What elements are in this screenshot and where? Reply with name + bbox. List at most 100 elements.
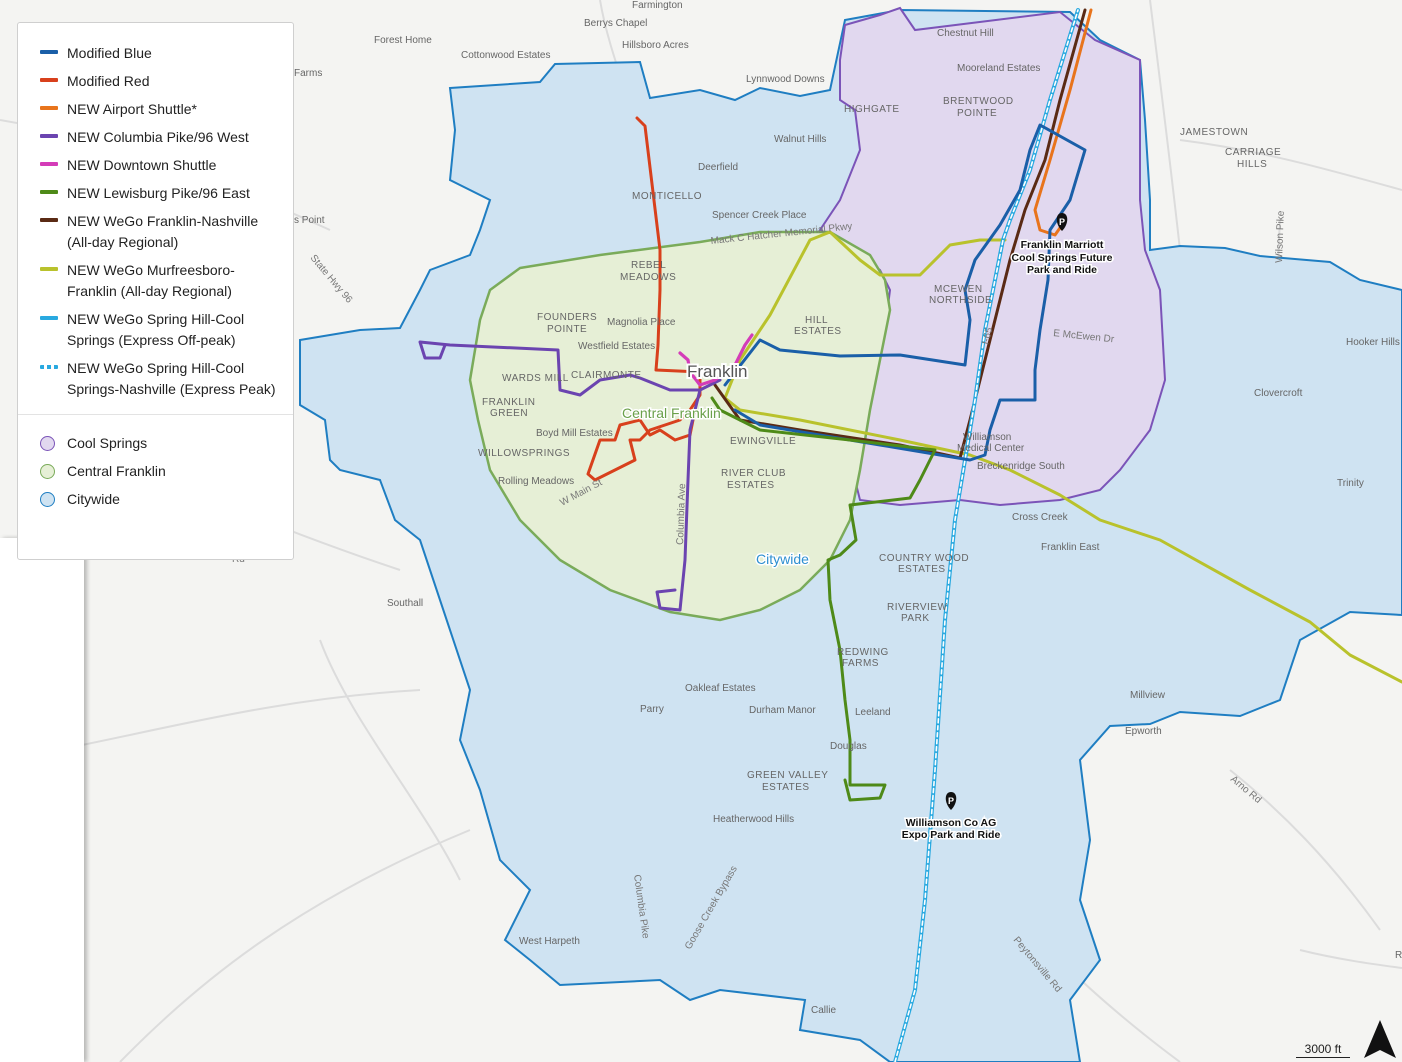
legend-zone-citywide[interactable]: Citywide (18, 489, 293, 510)
route-wego-murfreesboro-franklin[interactable] (723, 230, 1402, 684)
svg-text:Chestnut Hill: Chestnut Hill (937, 28, 994, 39)
svg-text:P: P (948, 796, 954, 806)
legend-label: NEW WeGo Spring Hill-Cool Springs-Nashvi… (67, 360, 276, 397)
legend-label: NEW Airport Shuttle* (67, 101, 197, 117)
svg-text:Forest Home: Forest Home (374, 35, 432, 46)
place-labels: Farmington Berrys Chapel Hillsboro Acres… (294, 0, 1402, 1016)
zone-label-central-franklin: Central Franklin (622, 405, 721, 421)
legend-zone-cool-springs[interactable]: Cool Springs (18, 433, 293, 454)
svg-text:Mooreland Estates: Mooreland Estates (957, 63, 1040, 74)
route-modified-red[interactable] (586, 116, 702, 482)
svg-text:FOUNDERS: FOUNDERS (537, 312, 597, 323)
park-and-ride-marker-williamson-expo[interactable]: P (945, 792, 957, 810)
svg-text:POINTE: POINTE (547, 324, 587, 335)
svg-text:GREEN VALLEY: GREEN VALLEY (747, 770, 828, 781)
svg-text:Westfield Estates: Westfield Estates (578, 341, 655, 352)
legend-label: Modified Red (67, 73, 150, 89)
legend-item-modified-red[interactable]: Modified Red (18, 71, 293, 92)
svg-text:FRANKLIN: FRANKLIN (482, 397, 535, 408)
svg-text:MONTICELLO: MONTICELLO (632, 191, 702, 202)
park-and-ride-marker-franklin-marriott[interactable]: P (1056, 213, 1068, 231)
svg-text:West Harpeth: West Harpeth (519, 936, 580, 947)
legend-item-airport-shuttle[interactable]: NEW Airport Shuttle* (18, 99, 293, 120)
legend-swatch-modified-blue (40, 50, 58, 54)
svg-text:COUNTRY WOOD: COUNTRY WOOD (879, 553, 969, 564)
svg-text:MCEWEN: MCEWEN (934, 284, 983, 295)
svg-text:Southall: Southall (387, 598, 423, 609)
legend-swatch-murfreesboro-franklin (40, 267, 58, 271)
svg-text:Douglas: Douglas (830, 741, 867, 752)
svg-text:Callie: Callie (811, 1005, 836, 1016)
route-wego-franklin-nashville[interactable] (713, 8, 1087, 460)
legend-circle-citywide (40, 492, 55, 507)
svg-text:Boyd Mill Estates: Boyd Mill Estates (536, 428, 613, 439)
svg-text:s Point: s Point (294, 215, 325, 226)
svg-text:ESTATES: ESTATES (898, 564, 946, 575)
svg-text:Hillsboro Acres: Hillsboro Acres (622, 40, 689, 51)
svg-text:WILLOWSPRINGS: WILLOWSPRINGS (478, 448, 570, 459)
svg-text:CARRIAGE: CARRIAGE (1225, 147, 1281, 158)
svg-text:Clovercroft: Clovercroft (1254, 388, 1303, 399)
legend-item-franklin-nashville[interactable]: NEW WeGo Franklin-Nashville (All-day Reg… (18, 211, 293, 253)
svg-text:Columbia Ave: Columbia Ave (675, 483, 688, 545)
zone-cool-springs (818, 6, 1167, 507)
legend-label: Central Franklin (67, 463, 166, 479)
legend-swatch-lewisburg-pike (40, 190, 58, 194)
svg-text:Franklin East: Franklin East (1041, 542, 1100, 553)
pnr-label-expo-1: Williamson Co AG (906, 817, 997, 829)
svg-text:Durham Manor: Durham Manor (749, 705, 816, 716)
route-downtown-shuttle[interactable] (678, 333, 754, 387)
svg-text:Farmington: Farmington (632, 0, 683, 11)
legend-label: Modified Blue (67, 45, 152, 61)
scale-line (1296, 1057, 1350, 1058)
city-label-franklin: Franklin (687, 362, 747, 381)
svg-text:PARK: PARK (901, 613, 930, 624)
scale-label: 3000 ft (1304, 1042, 1342, 1056)
legend-item-spring-hill-offpeak[interactable]: NEW WeGo Spring Hill-Cool Springs (Expre… (18, 309, 293, 351)
pnr-label-marriott-1: Franklin Marriott (1021, 239, 1104, 251)
svg-text:REDWING: REDWING (837, 647, 889, 658)
legend-item-columbia-pike[interactable]: NEW Columbia Pike/96 West (18, 127, 293, 148)
legend-item-lewisburg-pike[interactable]: NEW Lewisburg Pike/96 East (18, 183, 293, 204)
pnr-label-marriott-3: Park and Ride (1027, 264, 1097, 276)
legend-item-downtown-shuttle[interactable]: NEW Downtown Shuttle (18, 155, 293, 176)
legend-circle-cool-springs (40, 436, 55, 451)
svg-text:Lynnwood Downs: Lynnwood Downs (746, 74, 825, 85)
legend-item-spring-hill-peak[interactable]: NEW WeGo Spring Hill-Cool Springs-Nashvi… (18, 358, 293, 400)
legend-label: NEW Columbia Pike/96 West (67, 129, 249, 145)
legend-swatch-columbia-pike (40, 134, 58, 138)
svg-text:HIGHGATE: HIGHGATE (844, 104, 899, 115)
legend-zone-central-franklin[interactable]: Central Franklin (18, 461, 293, 482)
legend-item-murfreesboro-franklin[interactable]: NEW WeGo Murfreesboro-Franklin (All-day … (18, 260, 293, 302)
route-wego-spring-hill-cool-springs-nashville[interactable] (894, 9, 1079, 1062)
svg-text:Berrys Chapel: Berrys Chapel (584, 18, 647, 29)
route-lewisburg-pike-96-east[interactable] (710, 396, 937, 802)
svg-text:HILLS: HILLS (1237, 159, 1267, 170)
svg-text:Cross Creek: Cross Creek (1012, 512, 1069, 523)
svg-text:Oakleaf Estates: Oakleaf Estates (685, 683, 756, 694)
pnr-label-expo-2: Expo Park and Ride (902, 829, 1001, 841)
route-columbia-pike-96-west[interactable] (418, 340, 722, 612)
svg-text:ESTATES: ESTATES (794, 326, 842, 337)
svg-text:Magnolia Place: Magnolia Place (607, 317, 676, 328)
svg-text:Parry: Parry (640, 704, 664, 715)
routes (418, 8, 1402, 1062)
legend-swatch-franklin-nashville (40, 218, 58, 222)
legend-swatch-spring-hill-peak (40, 365, 58, 369)
legend-label: NEW WeGo Murfreesboro-Franklin (All-day … (67, 262, 235, 299)
legend-item-modified-blue[interactable]: Modified Blue (18, 43, 293, 64)
svg-text:Heatherwood Hills: Heatherwood Hills (713, 814, 794, 825)
legend-label: Cool Springs (67, 435, 148, 451)
svg-text:ESTATES: ESTATES (727, 480, 775, 491)
svg-text:Walnut Hills: Walnut Hills (774, 134, 826, 145)
legend-divider (18, 414, 293, 415)
svg-text:Deerfield: Deerfield (698, 162, 738, 173)
svg-text:RIVERVIEW: RIVERVIEW (887, 602, 947, 613)
route-modified-blue[interactable] (723, 123, 1087, 462)
svg-text:Millview: Millview (1130, 690, 1166, 701)
route-airport-shuttle[interactable] (1033, 8, 1093, 237)
zone-label-citywide: Citywide (756, 551, 809, 567)
legend-label: NEW Lewisburg Pike/96 East (67, 185, 250, 201)
map-legend: Modified Blue Modified Red NEW Airport S… (17, 22, 294, 560)
